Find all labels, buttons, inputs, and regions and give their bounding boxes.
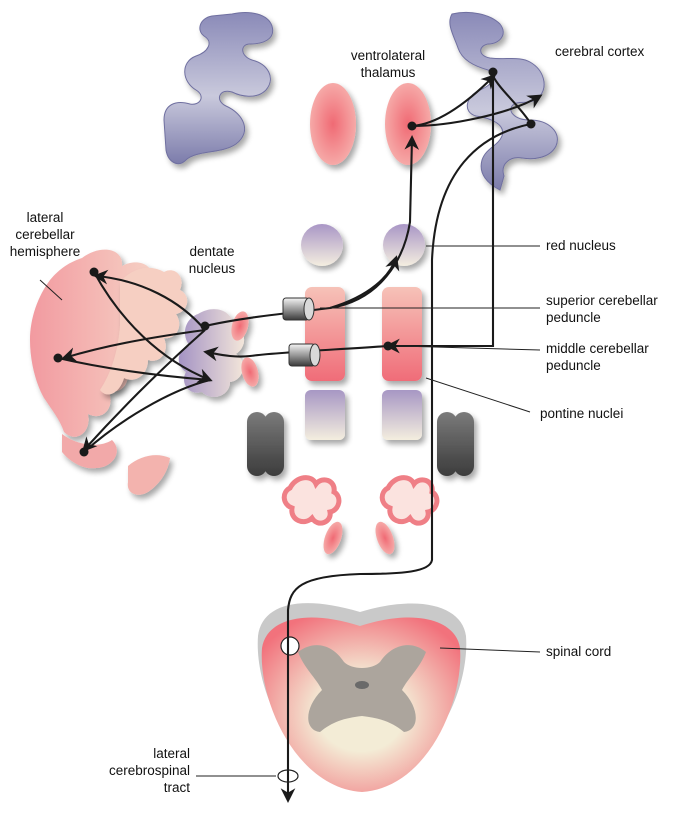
label-spinal-cord: spinal cord bbox=[546, 644, 611, 659]
cerebellar-fiber-6 bbox=[83, 378, 211, 453]
node-cortex-2 bbox=[526, 119, 536, 129]
leader-spinal-cord bbox=[439, 647, 541, 653]
label-dentate-1: dentate bbox=[189, 244, 234, 259]
labels: ventrolateral thalamus cerebral cortex l… bbox=[10, 44, 659, 795]
red-nucleus-left bbox=[301, 224, 343, 266]
leader-middle-peduncle bbox=[399, 345, 541, 351]
dentatorubral-path bbox=[329, 255, 400, 310]
medulla-block-right bbox=[382, 390, 422, 440]
label-cerebral-cortex: cerebral cortex bbox=[555, 44, 645, 59]
cerebellar-fiber-3 bbox=[82, 329, 206, 453]
cortical-link bbox=[492, 75, 532, 125]
spinal-cord bbox=[257, 603, 467, 792]
node-pontine bbox=[383, 341, 393, 351]
thalamus-left bbox=[310, 83, 356, 165]
label-cst-2: cerebrospinal bbox=[109, 763, 190, 778]
label-ventrolateral-thalamus-2: thalamus bbox=[361, 65, 416, 80]
leader-hemisphere bbox=[39, 279, 63, 301]
thalamocortical-path-1 bbox=[411, 73, 497, 128]
label-hemisphere-3: hemisphere bbox=[10, 244, 81, 259]
label-superior-peduncle-2: peduncle bbox=[546, 310, 601, 325]
node-cerebellum-1 bbox=[89, 267, 99, 277]
cerebellar-fiber-2 bbox=[61, 328, 206, 362]
node-cerebellum-2 bbox=[53, 353, 63, 363]
corticospinal-path bbox=[280, 122, 532, 803]
thalamocortical-path-2 bbox=[411, 94, 543, 128]
cerebellar-fiber-5 bbox=[57, 356, 211, 382]
node-cerebellum-3 bbox=[79, 447, 89, 457]
label-middle-peduncle-1: middle cerebellar bbox=[546, 341, 649, 356]
inferior-olive-left bbox=[281, 475, 342, 526]
label-pontine-nuclei: pontine nuclei bbox=[540, 406, 623, 421]
label-cst-1: lateral bbox=[153, 746, 190, 761]
leader-pontine bbox=[425, 377, 531, 413]
leader-lines bbox=[39, 245, 541, 783]
pathway-nodes bbox=[53, 67, 536, 457]
pontine-nuclei bbox=[382, 287, 422, 381]
cortex-left bbox=[163, 12, 274, 165]
pyramid-left bbox=[323, 521, 343, 555]
corticopontine-path bbox=[385, 72, 495, 354]
node-cortex-1 bbox=[488, 67, 498, 77]
cerebellar-fiber-1 bbox=[93, 269, 206, 331]
cerebellar-folia-inner bbox=[100, 267, 188, 395]
label-cst-3: tract bbox=[164, 780, 191, 795]
pontocerebellar-path bbox=[203, 344, 389, 362]
middle-cerebellar-peduncle bbox=[288, 343, 321, 367]
label-middle-peduncle-2: peduncle bbox=[546, 358, 601, 373]
label-ventrolateral-thalamus-1: ventrolateral bbox=[351, 48, 425, 63]
inferior-olive-right bbox=[379, 475, 440, 526]
olive-right bbox=[437, 412, 474, 476]
label-dentate-2: nucleus bbox=[189, 261, 236, 276]
node-dentate bbox=[200, 321, 210, 331]
label-hemisphere-1: lateral bbox=[27, 210, 64, 225]
node-thalamus bbox=[407, 121, 417, 131]
pyramid-right bbox=[375, 521, 395, 555]
label-hemisphere-2: cerebellar bbox=[15, 227, 75, 242]
label-superior-peduncle-1: superior cerebellar bbox=[546, 293, 658, 308]
olive-left bbox=[247, 412, 284, 476]
label-red-nucleus: red nucleus bbox=[546, 238, 616, 253]
cerebellar-fiber-4 bbox=[93, 271, 213, 383]
superior-cerebellar-peduncle bbox=[282, 297, 315, 321]
medulla-block-left bbox=[305, 390, 345, 440]
